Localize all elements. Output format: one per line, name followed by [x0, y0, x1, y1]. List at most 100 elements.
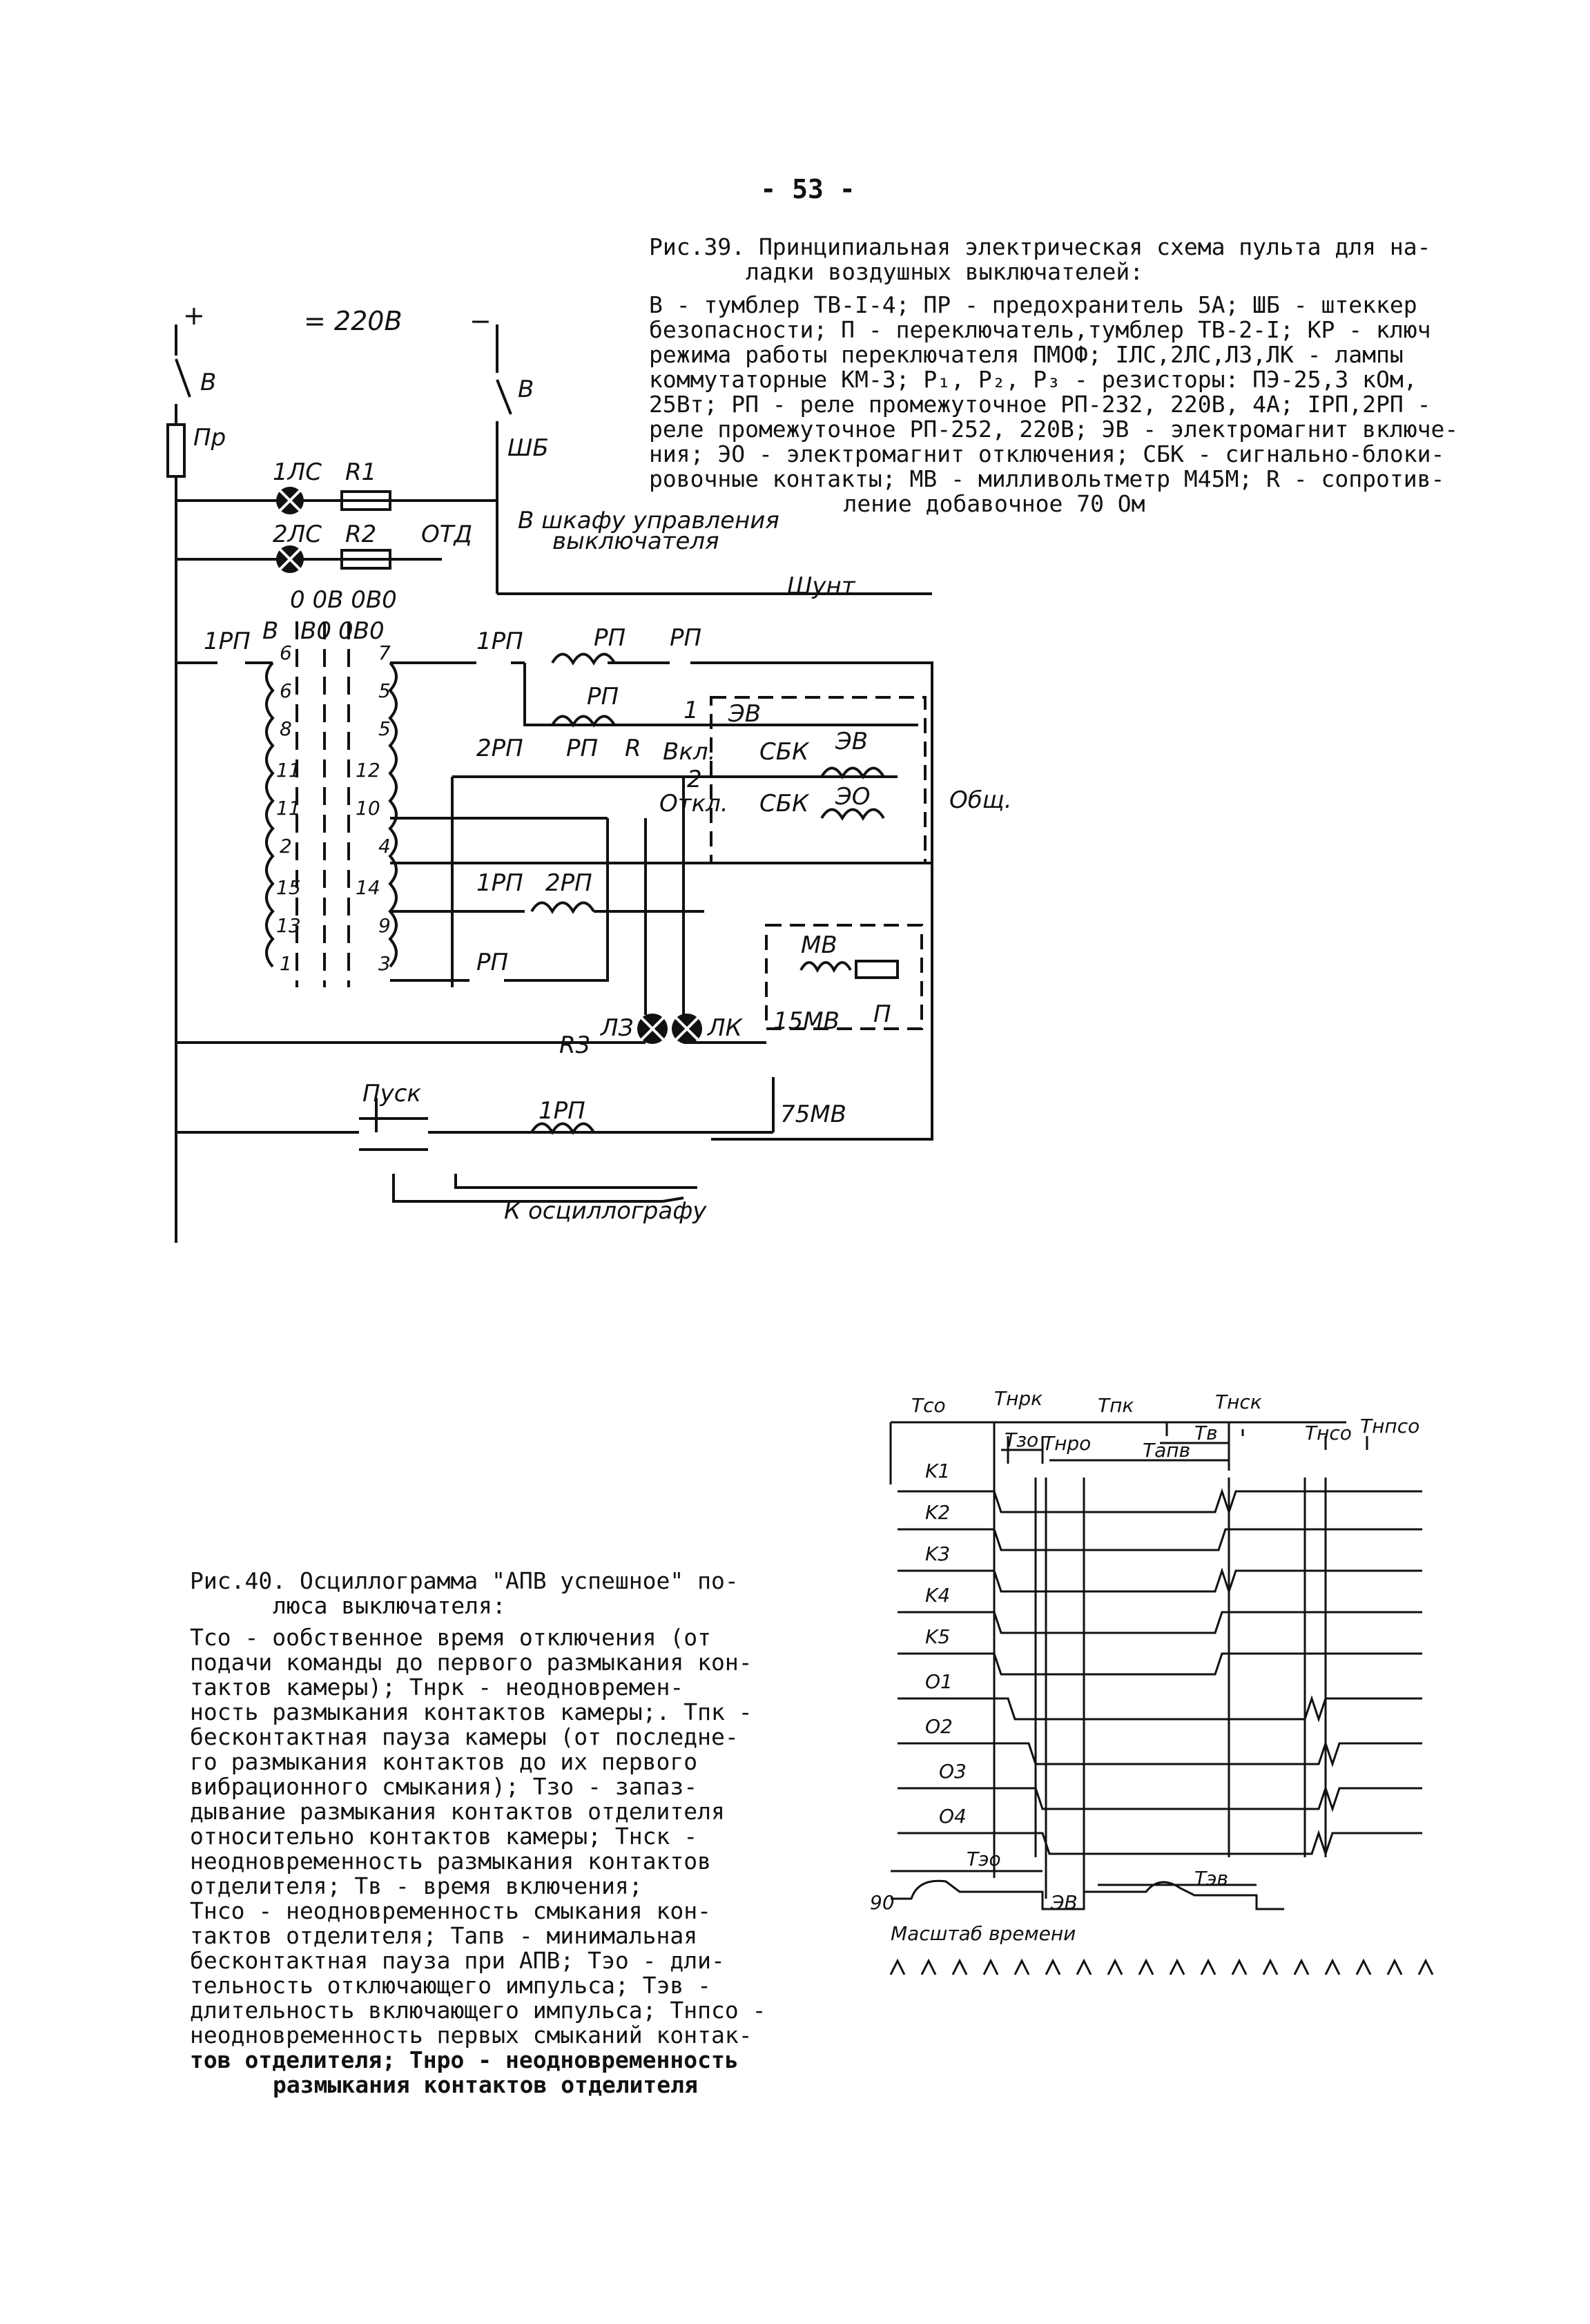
common-label: Общ. — [949, 786, 1012, 814]
legend-line: безопасности; П - переключатель,тумблер … — [649, 316, 1431, 343]
legend-line: Tсо - ообственное время отключения (от — [190, 1624, 711, 1651]
channel-label: K5 — [925, 1625, 950, 1648]
relay-rp-label: РП — [670, 624, 701, 652]
figure-39-caption: Рис.39. Принципиальная электрическая схе… — [649, 235, 1477, 516]
figure-40-title-line-2: люса выключателя: — [273, 1592, 506, 1619]
channel-label: O2 — [925, 1715, 953, 1738]
legend-line: подачи команды до первого размыкания кон… — [190, 1649, 753, 1676]
cabinet-label-2: выключателя — [552, 527, 719, 555]
relay-rp-label: РП — [594, 624, 626, 652]
relay-1rp-label: 1РП — [476, 869, 523, 897]
eo-label: ЭО — [835, 783, 871, 811]
lamp-1ls-icon — [276, 487, 304, 514]
cabinet-label-1: В шкафу управления — [518, 507, 779, 534]
legend-line: го размыкания контактов до их первого — [190, 1748, 698, 1775]
lamp-2ls-icon — [276, 545, 304, 573]
legend-line: относительно контактов камеры; Tнск - — [190, 1823, 698, 1850]
legend-line: размыкания контактов отделителя — [273, 2071, 698, 2098]
resistor-r-label: R — [625, 735, 641, 762]
mv15-label: 15МВ — [773, 1007, 840, 1035]
switch-b-label: В — [262, 617, 278, 645]
legend-line: неодновременность размыкания контактов — [190, 1848, 711, 1875]
minus-label: − — [469, 306, 492, 336]
contact-label: 1 — [280, 952, 292, 975]
lamp2-label: 2ЛС — [273, 521, 322, 548]
channel-label: K2 — [925, 1501, 950, 1524]
contact-label: 2 — [280, 835, 292, 858]
switch-p-label: П — [873, 1000, 891, 1028]
mv75-label: 75МВ — [780, 1101, 846, 1128]
t-v-label: Тв — [1194, 1422, 1218, 1444]
r2-label: R2 — [345, 521, 376, 548]
t-nsk-label: Тнск — [1215, 1391, 1262, 1413]
legend-line: тактов отделителя; Tапв - минимальная — [190, 1922, 698, 1949]
schematic-diagram: + = 220В − В В Пр ШБ 1ЛС R1 2ЛС R2 ОТД В… — [166, 300, 1012, 1243]
channel-label: O4 — [939, 1805, 967, 1828]
channel-label: O1 — [925, 1670, 953, 1693]
legend-line: ление добавочное 70 Ом — [843, 490, 1145, 517]
legend-line: бесконтактная пауза камеры (от последне- — [190, 1723, 739, 1750]
channel-label: K4 — [925, 1584, 950, 1607]
channel-label: K3 — [925, 1542, 950, 1565]
lamp1-label: 1ЛС — [273, 458, 322, 486]
legend-line: режима работы переключателя ПМОФ; IЛС,2Л… — [649, 341, 1404, 368]
lamp-lz-label: ЛЗ — [599, 1014, 633, 1042]
node-2-label: 2 — [687, 766, 702, 793]
figure-39-legend: В - тумблер ТВ-I-4; ПР - предохранитель … — [649, 293, 1477, 516]
relay-2rp-label: 2РП — [476, 735, 523, 762]
t-so-label: Тсо — [911, 1394, 946, 1417]
switch-v-right-label: В — [518, 376, 534, 403]
legend-line: длительность включающего импульса; Tнпсо… — [190, 1997, 766, 2024]
contact-label: 5 — [378, 679, 391, 702]
sbk-label: СБК — [759, 738, 810, 766]
contact-label: 12 — [356, 759, 380, 782]
mv-label: МВ — [801, 931, 837, 959]
lamp-lk-icon — [672, 1014, 702, 1044]
contact-label: 15 — [276, 876, 301, 899]
contact-label: 14 — [356, 876, 380, 899]
time-scale-ticks — [889, 1958, 1434, 1975]
legend-line: тактов камеры); Tнрк - неодновремен- — [190, 1674, 684, 1701]
figure-40-caption: Рис.40. Осциллограмма "АПВ успешное" по-… — [190, 1569, 784, 2098]
r1-label: R1 — [345, 458, 376, 486]
figure-40-legend: Tсо - ообственное время отключения (от п… — [190, 1625, 784, 2098]
ev-coil-label: ЭВ — [835, 728, 868, 755]
contact-label: 7 — [378, 641, 391, 664]
switch-ovo-label: 0В0 — [338, 617, 385, 645]
vkl-label: Вкл. — [663, 738, 715, 766]
legend-line: дывание размыкания контактов отделителя — [190, 1798, 725, 1825]
contact-label: 3 — [378, 952, 391, 975]
relay-rp-label: РП — [587, 683, 619, 710]
contact-label: 11 — [276, 797, 301, 820]
figure-39-title-line-1: Рис.39. Принципиальная электрическая схе… — [649, 233, 1431, 260]
contact-label: 4 — [378, 835, 391, 858]
contact-label: 13 — [276, 914, 301, 937]
relay-rp-label: РП — [476, 949, 508, 976]
pusk-label: Пуск — [362, 1080, 421, 1107]
legend-line: тельность отключающего импульса; Tэв - — [190, 1972, 711, 1999]
legend-line: 25Вт; РП - реле промежуточное РП-232, 22… — [649, 391, 1431, 418]
legend-line: ность размыкания контактов камеры;. Tпк … — [190, 1698, 753, 1725]
otd-label: ОТД — [421, 521, 472, 548]
legend-line: реле промежуточное РП-252, 220В; ЭВ - эл… — [649, 416, 1459, 443]
contact-label: 11 — [276, 759, 301, 782]
fuse-label: Пр — [193, 424, 226, 452]
t-pk-label: Тпк — [1098, 1394, 1134, 1417]
contact-label: 6 — [280, 679, 292, 702]
channel-label: K1 — [925, 1460, 950, 1482]
plus-label: + — [183, 300, 205, 331]
figure-39-title-line-2: ладки воздушных выключателей: — [746, 258, 1144, 285]
time-scale-label: Масштаб времени — [891, 1922, 1076, 1945]
t-npso-label: Тнпсо — [1360, 1415, 1419, 1437]
relay-rp-label: РП — [566, 735, 598, 762]
contact-label: 9 — [378, 914, 391, 937]
relay-1rp-label: 1РП — [204, 628, 251, 655]
t-ev-label: Тэв — [1194, 1867, 1228, 1890]
t-nro-label: Тнро — [1043, 1432, 1091, 1455]
t-nrk-label: Тнрк — [994, 1387, 1043, 1410]
legend-line: неодновременность первых смыканий контак… — [190, 2022, 753, 2049]
legend-line: В - тумблер ТВ-I-4; ПР - предохранитель … — [649, 291, 1417, 318]
switch-contacts-left: 6 6 8 11 11 2 15 13 1 — [276, 641, 301, 975]
figure-40-title-line-1: Рис.40. Осциллограмма "АПВ успешное" по- — [190, 1567, 739, 1594]
